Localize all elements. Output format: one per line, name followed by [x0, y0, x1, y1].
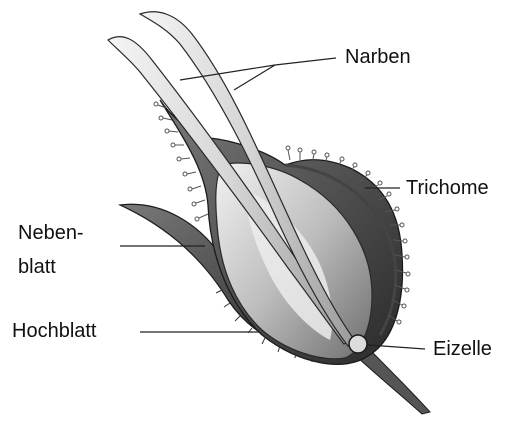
stalk [356, 348, 430, 414]
label-trichome: Trichome [406, 175, 489, 201]
eizelle-shape [349, 335, 367, 353]
label-narben: Narben [345, 44, 411, 70]
leader-narben-c [275, 58, 336, 65]
label-eizelle: Eizelle [433, 336, 492, 362]
label-hochblatt: Hochblatt [12, 318, 97, 344]
leader-narben-a [180, 65, 275, 80]
label-nebenblatt-line1: Neben- [18, 220, 84, 246]
label-nebenblatt-line2: blatt [18, 254, 56, 280]
